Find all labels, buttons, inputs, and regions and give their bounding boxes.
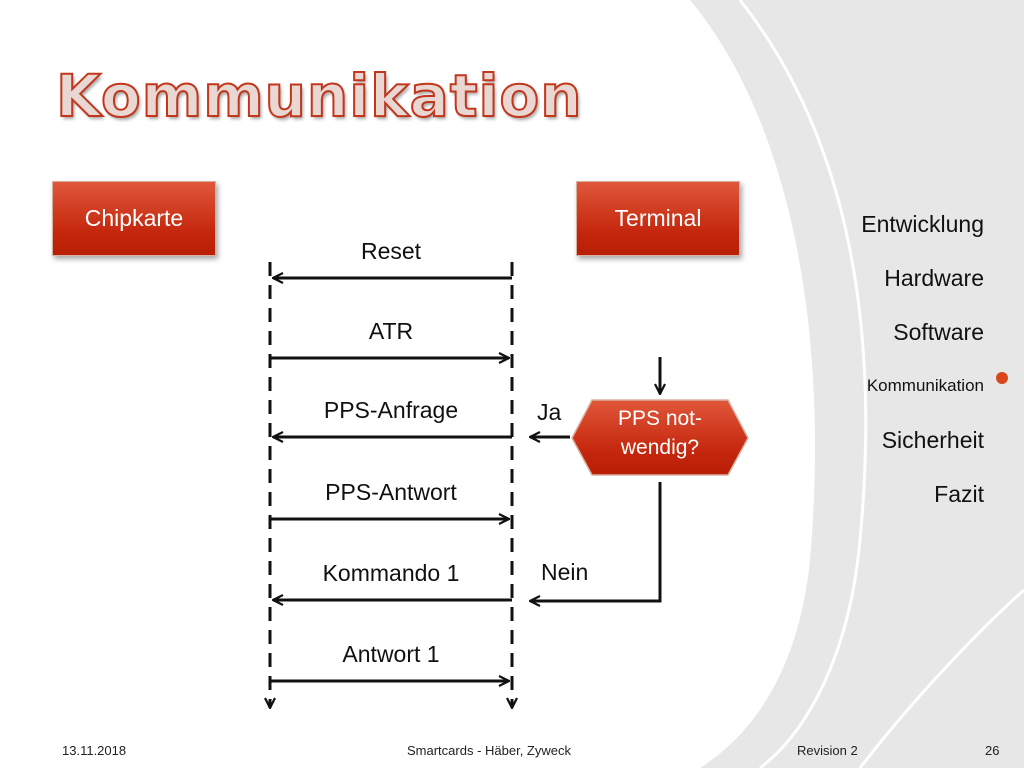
yes-label: Ja bbox=[537, 399, 562, 425]
nav-item-software[interactable]: Software bbox=[893, 319, 984, 345]
message-arrows bbox=[270, 278, 512, 681]
message-label: PPS-Antwort bbox=[325, 479, 457, 505]
nav-item-fazit[interactable]: Fazit bbox=[934, 481, 984, 507]
chipkarte-box: Chipkarte bbox=[52, 181, 216, 256]
decision-line-2: wendig? bbox=[620, 436, 700, 459]
active-section-dot-icon bbox=[996, 372, 1008, 384]
message-label: ATR bbox=[368, 318, 414, 344]
message-label: Reset bbox=[360, 238, 422, 264]
nav-item-sicherheit[interactable]: Sicherheit bbox=[881, 427, 984, 453]
no-branch-arrow bbox=[530, 482, 662, 601]
decision-label: PPS not- wendig? bbox=[578, 404, 742, 472]
message-label: Kommando 1 bbox=[322, 560, 460, 586]
nav-item-kommunikation[interactable]: Kommunikation bbox=[866, 376, 984, 395]
footer-date: 13.11.2018 bbox=[62, 743, 127, 758]
nav-item-hardware[interactable]: Hardware bbox=[884, 265, 984, 291]
message-label: Antwort 1 bbox=[342, 641, 440, 667]
nav-item-entwicklung[interactable]: Entwicklung bbox=[861, 211, 984, 237]
section-nav: Entwicklung Hardware Software Kommunikat… bbox=[861, 205, 984, 529]
no-label: Nein bbox=[541, 559, 589, 585]
footer-title: Smartcards - Häber, Zyweck bbox=[407, 743, 571, 758]
slide-title: Kommunikation bbox=[55, 61, 583, 131]
terminal-box: Terminal bbox=[576, 181, 740, 256]
message-label: PPS-Anfrage bbox=[323, 397, 459, 423]
footer-revision: Revision 2 bbox=[797, 743, 858, 758]
footer-page-number: 26 bbox=[985, 743, 1000, 758]
decision-line-1: PPS not- bbox=[617, 407, 703, 430]
decision-diamond bbox=[571, 399, 749, 476]
